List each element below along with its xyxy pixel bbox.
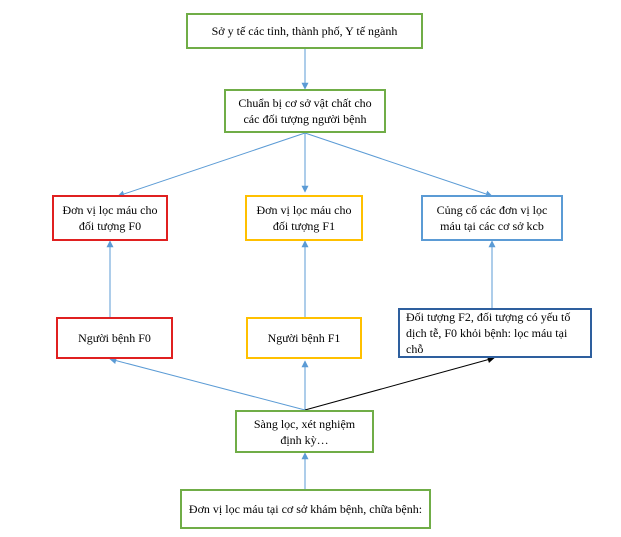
- health-department-box: Sở y tế các tỉnh, thành phố, Y tế ngành: [186, 13, 423, 49]
- unit-f0-box: Đơn vị lọc máu cho đối tượng F0: [52, 195, 168, 241]
- other-subjects-box: Đối tượng F2, đối tượng có yếu tố dịch t…: [398, 308, 592, 358]
- patient-f1-label: Người bệnh F1: [267, 331, 341, 345]
- arrow-screening-to-patient-f0: [109, 357, 306, 411]
- health-department-label: Sở y tế các tỉnh, thành phố, Y tế ngành: [211, 24, 398, 38]
- prepare-facilities-box: Chuẩn bị cơ sở vật chất cho các đối tượn…: [224, 89, 386, 133]
- patient-f0-box: Người bệnh F0: [56, 317, 173, 359]
- patient-f0-label: Người bệnh F0: [78, 331, 151, 345]
- unit-f1-box: Đơn vị lọc máu cho đối tượng F1: [245, 195, 363, 241]
- patient-f1-box: Người bệnh F1: [246, 317, 362, 359]
- consolidate-units-box: Củng cố các đơn vị lọc máu tại các cơ sở…: [421, 195, 563, 241]
- dialysis-unit-box: Đơn vị lọc máu tại cơ sở khám bệnh, chữa…: [180, 489, 431, 529]
- screening-label: Sàng lọc, xét nghiệm định kỳ…: [253, 416, 356, 447]
- arrow-prepare-to-unit-f0: [117, 132, 306, 198]
- unit-f1-label: Đơn vị lọc máu cho đối tượng F1: [256, 203, 352, 233]
- other-subjects-label: Đối tượng F2, đối tượng có yếu tố dịch t…: [406, 310, 571, 356]
- screening-box: Sàng lọc, xét nghiệm định kỳ…: [235, 410, 374, 453]
- consolidate-units-label: Củng cố các đơn vị lọc máu tại các cơ sở…: [436, 203, 548, 233]
- arrow-screening-to-other-subjects: [304, 356, 495, 411]
- prepare-facilities-label: Chuẩn bị cơ sở vật chất cho các đối tượn…: [238, 96, 372, 126]
- arrow-prepare-to-consolidate: [304, 132, 493, 198]
- dialysis-unit-label: Đơn vị lọc máu tại cơ sở khám bệnh, chữa…: [188, 502, 423, 516]
- unit-f0-label: Đơn vị lọc máu cho đối tượng F0: [62, 203, 158, 233]
